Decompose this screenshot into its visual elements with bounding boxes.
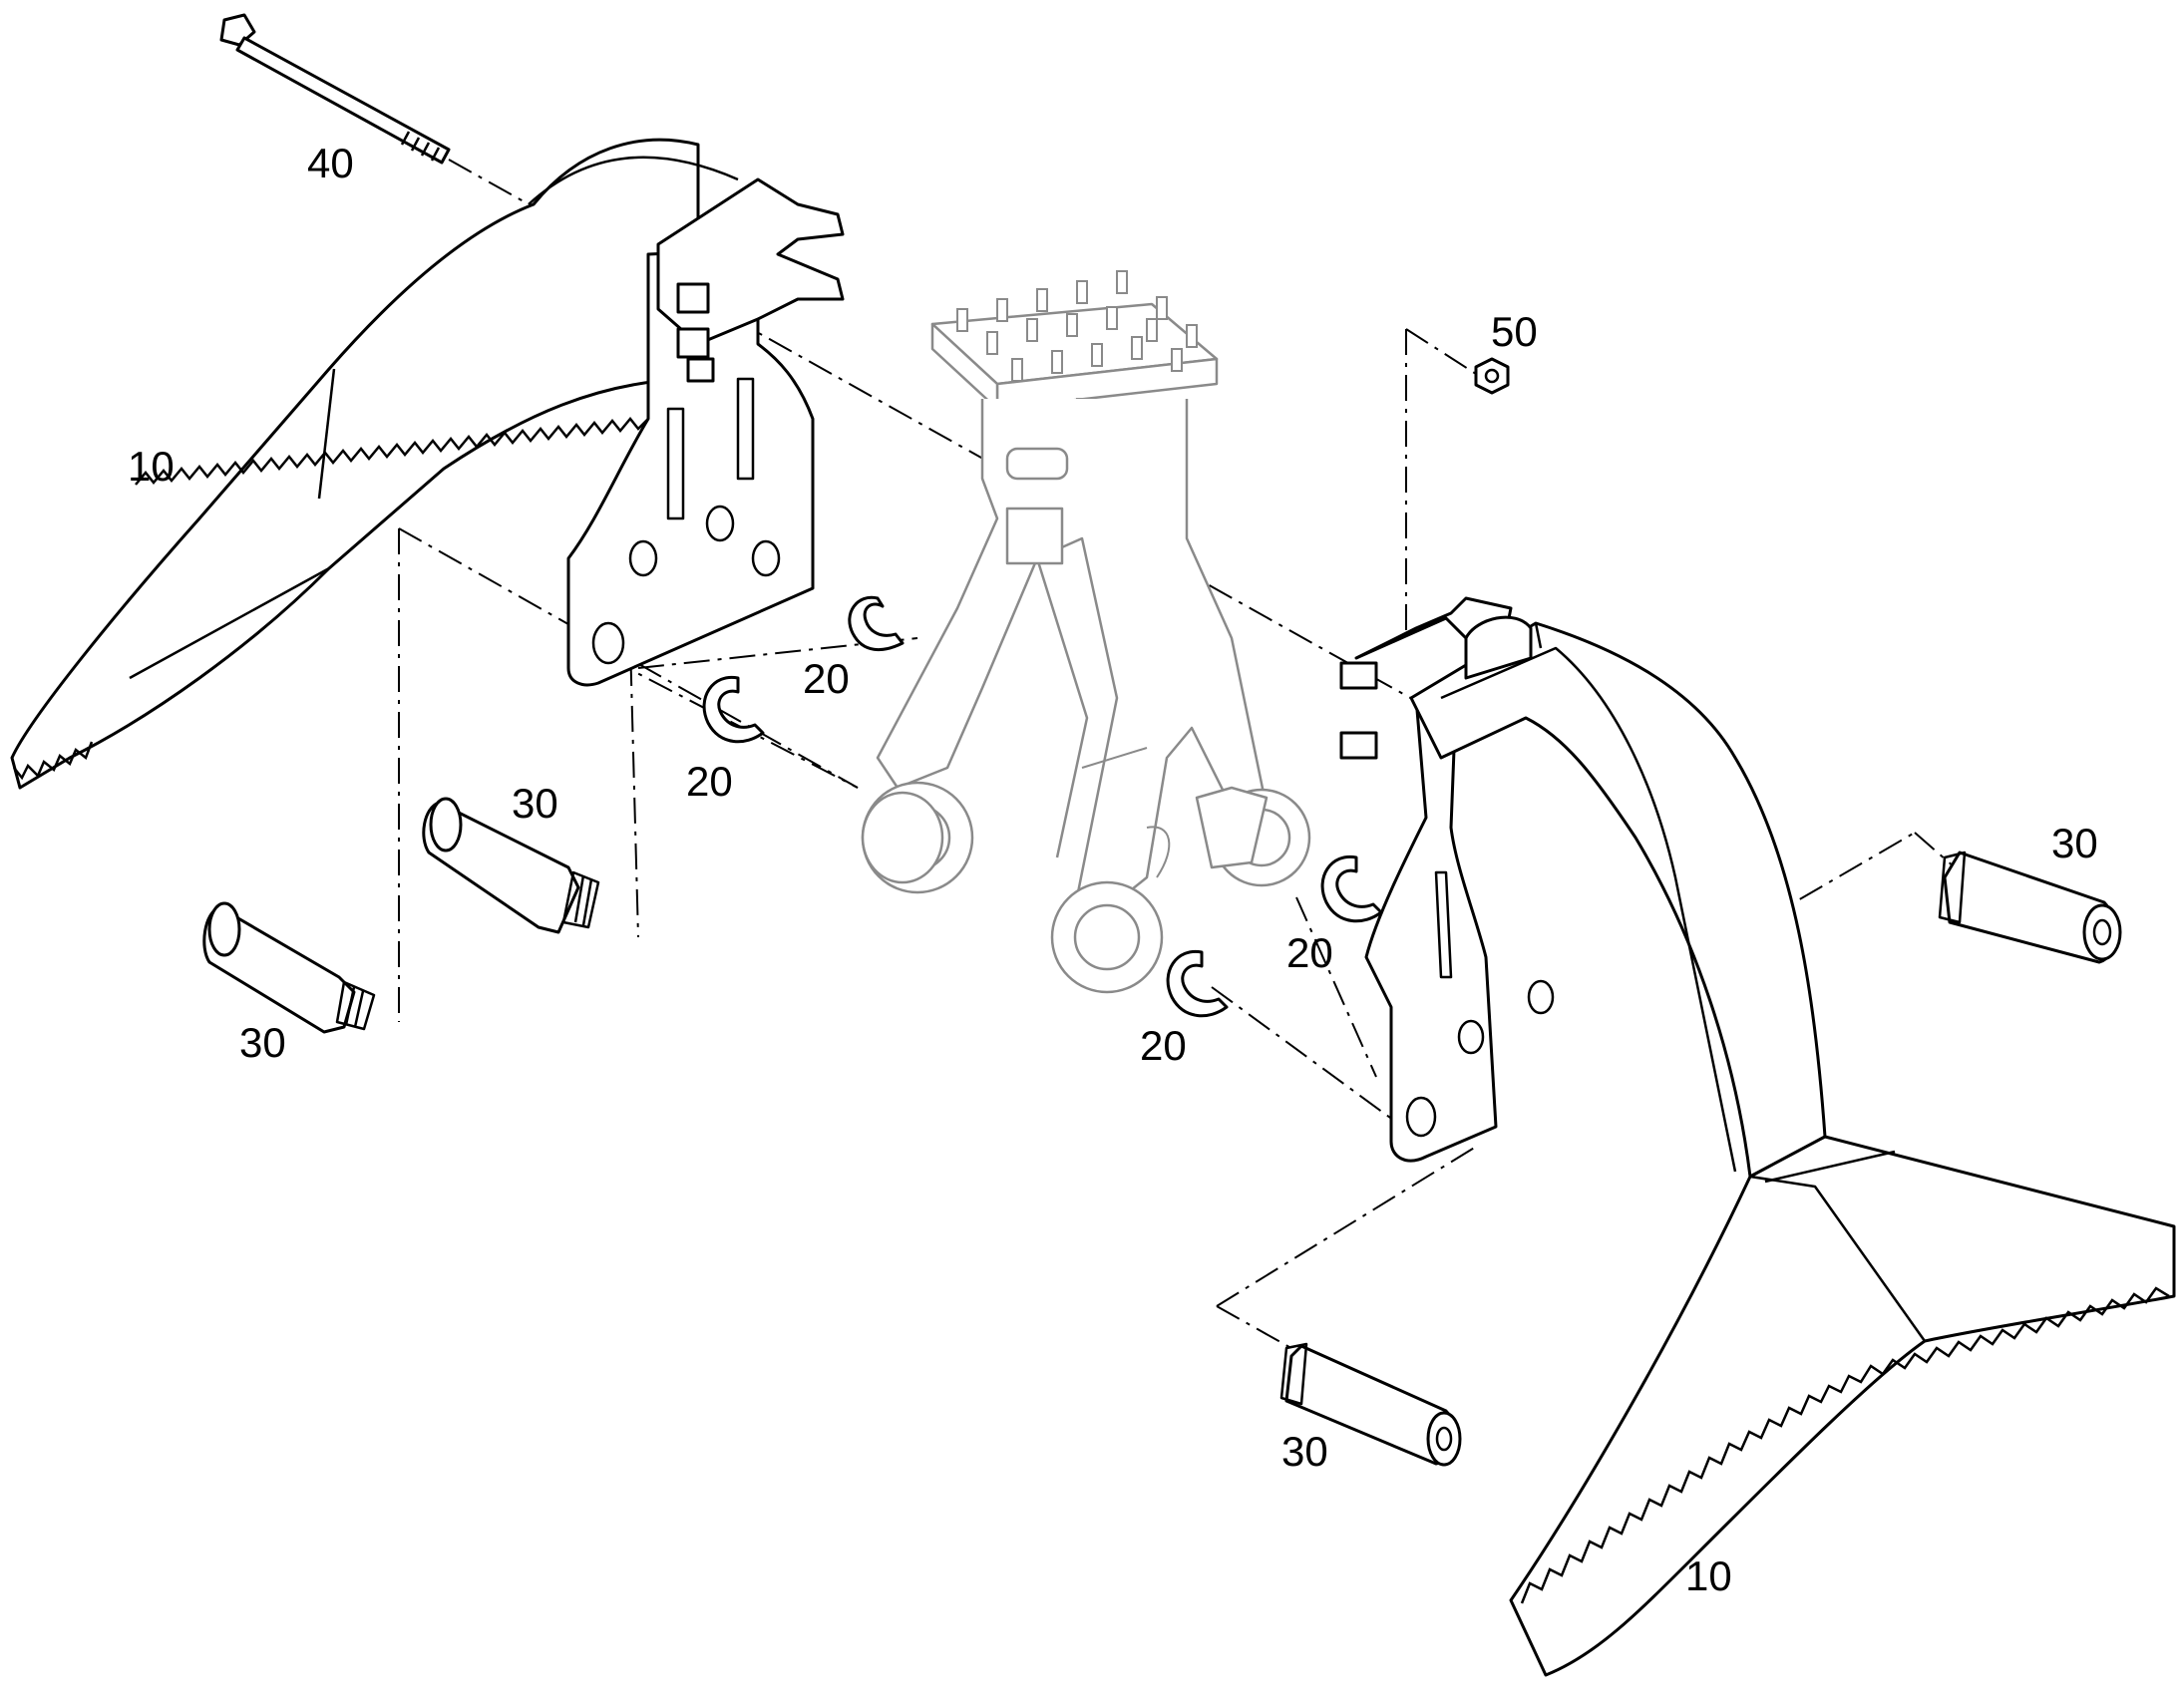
nut-50 — [1474, 357, 1510, 395]
pin-upper-left — [422, 797, 600, 934]
pins — [202, 797, 2122, 1467]
central-frame-ghost — [861, 270, 1311, 994]
callout-ring-upper-left: 20 — [803, 655, 850, 702]
callout-ripper-right: 10 — [1685, 1552, 1732, 1599]
callout-ring-right-a: 20 — [1286, 929, 1333, 976]
callout-ring-lower-left: 20 — [686, 758, 733, 805]
callout-pin-lower-left: 30 — [239, 1019, 286, 1066]
ripper-tine-right — [1339, 596, 2176, 1677]
pin-right-upper — [1938, 851, 2122, 964]
callout-pin-right-upper: 30 — [2051, 820, 2098, 866]
pin-right-lower — [1279, 1342, 1462, 1467]
bolt-40 — [219, 13, 451, 165]
callout-labels: 10 40 50 20 20 20 20 30 30 30 30 10 — [128, 140, 2098, 1599]
ring-right-b — [1166, 949, 1229, 1018]
pin-lower-left — [202, 901, 376, 1034]
callout-bolt: 40 — [307, 140, 354, 186]
callout-ripper-left: 10 — [128, 443, 175, 490]
ring-right-a — [1320, 854, 1383, 923]
callout-ring-right-b: 20 — [1140, 1022, 1187, 1069]
callout-pin-upper-left: 30 — [512, 780, 558, 827]
retaining-rings — [702, 595, 1383, 1018]
serrated-edge-left — [135, 417, 649, 486]
serrated-edge-right — [1520, 1286, 2170, 1604]
callout-nut: 50 — [1491, 308, 1538, 355]
ring-lower-left — [702, 675, 765, 744]
ripper-tine-left — [10, 138, 845, 790]
ring-upper-left — [848, 595, 905, 652]
callout-pin-right-lower: 30 — [1281, 1428, 1328, 1475]
